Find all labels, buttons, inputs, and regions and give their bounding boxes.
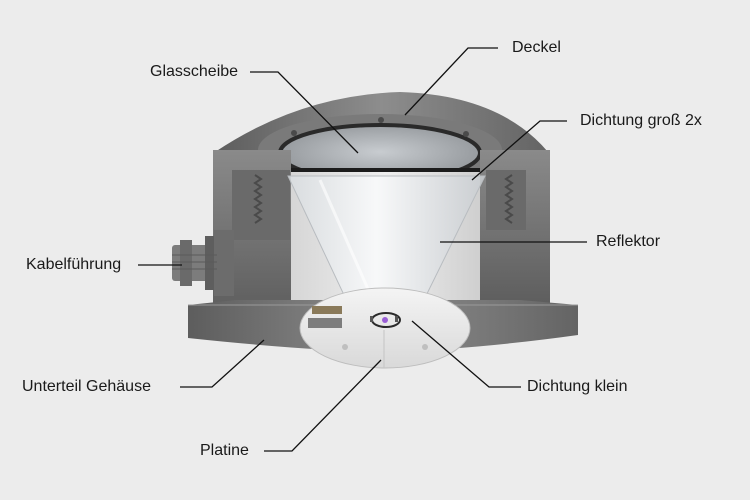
glass-pane-shape: [280, 124, 480, 180]
gasket-line: [280, 168, 485, 173]
label-platine: Platine: [200, 442, 249, 459]
leader-lines: [138, 47, 587, 452]
label-dichtung-gross: Dichtung groß 2x: [580, 112, 702, 129]
circuit-board-shape: [299, 287, 471, 369]
leader-platine: [264, 359, 382, 452]
leader-dichtung-klein: [411, 320, 521, 388]
label-glasscheibe: Glasscheibe: [150, 63, 239, 80]
label-dichtung-klein: Dichtung klein: [527, 378, 628, 395]
label-deckel: Deckel: [512, 39, 561, 56]
leader-deckel: [404, 47, 498, 116]
label-reflektor: Reflektor: [596, 233, 661, 250]
leader-unterteil: [180, 339, 265, 388]
leader-glasscheibe: [250, 71, 359, 154]
leader-dichtung-gross: [471, 120, 567, 181]
label-kabelfuehrung: Kabelführung: [26, 256, 122, 273]
label-unterteil: Unterteil Gehäuse: [22, 378, 151, 395]
cable-gland-shape: [172, 230, 234, 296]
